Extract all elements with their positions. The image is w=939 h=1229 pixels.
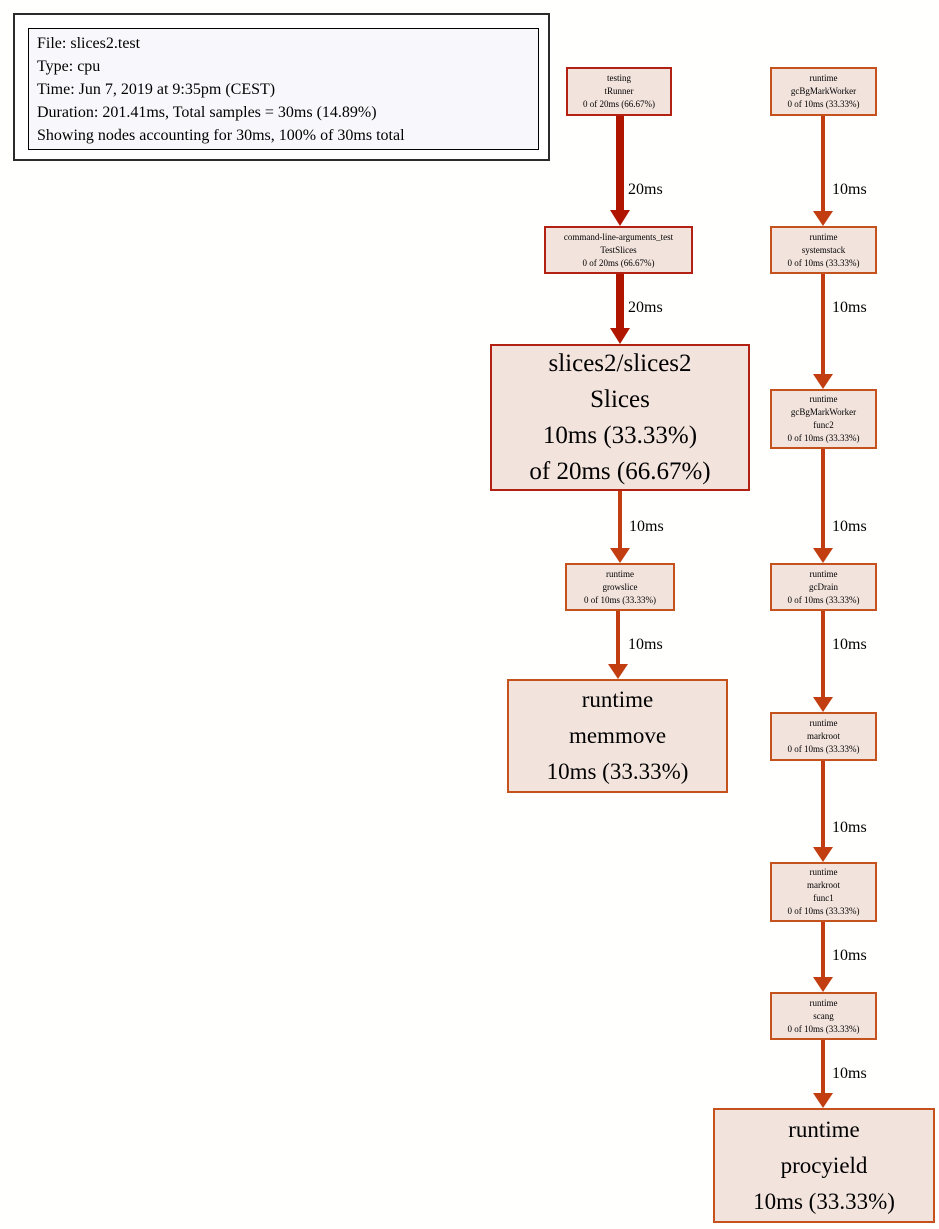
edge-line xyxy=(821,1040,825,1095)
edge-line xyxy=(616,116,624,212)
edge-line xyxy=(618,491,622,550)
legend-cluster-border: File: slices2.test Type: cpu Time: Jun 7… xyxy=(13,13,550,161)
edge-line xyxy=(821,449,825,550)
node-runtime-markroot-func1[interactable]: runtime markroot func1 0 of 10ms (33.33%… xyxy=(770,862,877,922)
node-runtime-systemstack[interactable]: runtime systemstack 0 of 10ms (33.33%) xyxy=(770,226,877,274)
legend-time: Time: Jun 7, 2019 at 9:35pm (CEST) xyxy=(37,81,276,98)
edge-line xyxy=(616,611,620,666)
node-label: runtime gcBgMarkWorker 0 of 10ms (33.33%… xyxy=(787,73,860,109)
node-label: runtime procyield 10ms (33.33%) xyxy=(753,1116,895,1214)
node-label: runtime growslice 0 of 10ms (33.33%) xyxy=(584,568,656,605)
node-label: runtime systemstack 0 of 10ms (33.33%) xyxy=(787,231,860,268)
legend-showing: Showing nodes accounting for 30ms, 100% … xyxy=(37,127,405,144)
node-label: runtime memmove 10ms (33.33%) xyxy=(546,687,689,784)
edge-label: 10ms xyxy=(832,947,867,964)
arrowhead-down-icon xyxy=(608,664,628,679)
node-label: runtime gcDrain 0 of 10ms (33.33%) xyxy=(787,568,860,605)
arrowhead-down-icon xyxy=(610,328,630,344)
node-runtime-scang[interactable]: runtime scang 0 of 10ms (33.33%) xyxy=(770,992,877,1040)
node-label: runtime markroot func1 0 of 10ms (33.33%… xyxy=(787,867,860,916)
edge-label: 10ms xyxy=(832,518,867,535)
node-testing-trunner[interactable]: testing tRunner 0 of 20ms (66.67%) xyxy=(566,67,672,116)
arrowhead-down-icon xyxy=(610,548,630,563)
arrowhead-down-icon xyxy=(813,1093,833,1108)
node-slices2-slices[interactable]: slices2/slices2 Slices 10ms (33.33%) of … xyxy=(490,344,750,491)
legend-file: File: slices2.test xyxy=(37,35,141,52)
edge-line xyxy=(821,922,825,979)
node-label: testing tRunner 0 of 20ms (66.67%) xyxy=(583,73,655,109)
node-runtime-gcbgmarkworker-func2[interactable]: runtime gcBgMarkWorker func2 0 of 10ms (… xyxy=(770,389,877,449)
arrowhead-down-icon xyxy=(813,977,833,992)
node-label: command-line-arguments_test TestSlices 0… xyxy=(563,231,674,268)
edge-label: 10ms xyxy=(832,299,867,316)
node-testslices[interactable]: command-line-arguments_test TestSlices 0… xyxy=(544,226,693,274)
legend-box: File: slices2.test Type: cpu Time: Jun 7… xyxy=(28,28,539,150)
edge-label: 10ms xyxy=(629,518,664,535)
edge-line xyxy=(616,274,624,330)
edge-label: 10ms xyxy=(832,636,867,653)
edge-line xyxy=(821,611,825,699)
edge-label: 20ms xyxy=(628,181,663,198)
arrowhead-down-icon xyxy=(813,211,833,226)
node-runtime-growslice[interactable]: runtime growslice 0 of 10ms (33.33%) xyxy=(565,563,675,611)
legend-type: Type: cpu xyxy=(37,58,101,75)
edge-label: 20ms xyxy=(628,299,663,316)
node-runtime-markroot[interactable]: runtime markroot 0 of 10ms (33.33%) xyxy=(770,712,877,761)
node-runtime-procyield[interactable]: runtime procyield 10ms (33.33%) xyxy=(713,1108,935,1223)
edge-line xyxy=(821,274,825,376)
arrowhead-down-icon xyxy=(813,374,833,389)
edge-label: 10ms xyxy=(832,181,867,198)
node-runtime-memmove[interactable]: runtime memmove 10ms (33.33%) xyxy=(507,679,728,793)
edge-line xyxy=(821,761,825,849)
legend-duration: Duration: 201.41ms, Total samples = 30ms… xyxy=(37,104,377,121)
node-label: runtime scang 0 of 10ms (33.33%) xyxy=(787,997,860,1034)
arrowhead-down-icon xyxy=(813,847,833,862)
edge-label: 10ms xyxy=(832,819,867,836)
node-label: runtime markroot 0 of 10ms (33.33%) xyxy=(787,718,860,754)
node-runtime-gcbgmarkworker[interactable]: runtime gcBgMarkWorker 0 of 10ms (33.33%… xyxy=(770,67,877,116)
edge-label: 10ms xyxy=(832,1065,867,1082)
node-label: slices2/slices2 Slices 10ms (33.33%) of … xyxy=(529,349,711,485)
node-label: runtime gcBgMarkWorker func2 0 of 10ms (… xyxy=(787,394,860,443)
arrowhead-down-icon xyxy=(813,697,833,712)
arrowhead-down-icon xyxy=(610,210,630,226)
edge-line xyxy=(821,116,825,213)
edge-label: 10ms xyxy=(628,636,663,653)
node-runtime-gcdrain[interactable]: runtime gcDrain 0 of 10ms (33.33%) xyxy=(770,563,877,611)
arrowhead-down-icon xyxy=(813,548,833,563)
